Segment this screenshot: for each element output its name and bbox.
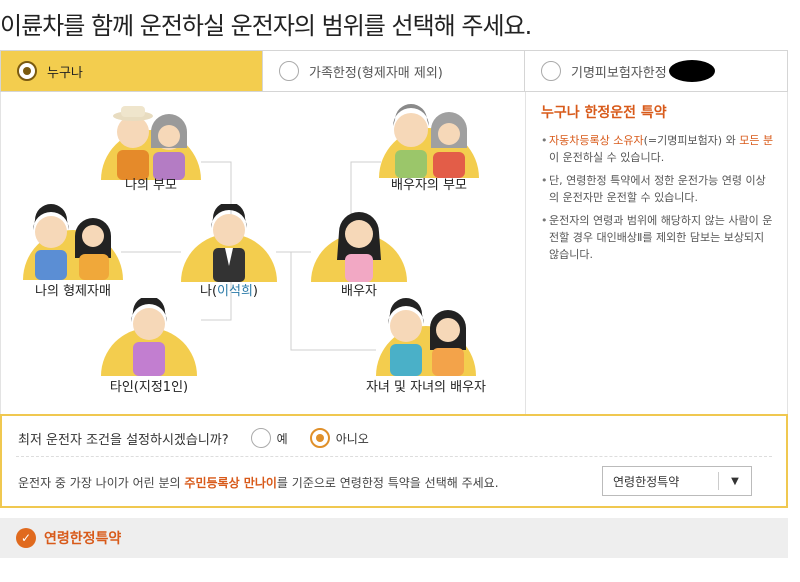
info-item-3: 운전자의 연령과 범위에 해당하지 않는 사람이 운전할 경우 대인배상Ⅱ를 제… [541,212,774,263]
person-spouse-parents: 배우자의 부모 [379,100,479,193]
condition-divider [16,456,772,457]
age-limit-select-value: 연령한정특약 [613,474,680,489]
select-separator [718,472,719,490]
info-item-1-all: 모든 분 [739,134,774,147]
label-me: 나(이석희) [151,280,307,299]
option-no-label: 아니오 [335,431,369,446]
tab-named-insured-only-label: 기명피보험자한정 [571,65,667,81]
age-instruction-c: 를 기준으로 연령한정 특약을 선택해 주세요. [276,476,499,490]
info-item-1: 자동차등록상 소유자(=기명피보험자) 와 모든 분이 운전하실 수 있습니다. [541,132,774,166]
label-me-name: 이석희 [217,284,253,299]
radio-anyone[interactable] [17,61,37,81]
minimum-driver-condition-box: 최저 운전자 조건을 설정하시겠습니까? 예 아니오 운전자 중 가장 나이가 … [0,414,788,508]
siblings-illustration-icon [23,204,123,280]
parents-illustration-icon [101,106,201,180]
family-diagram: 나의 부모 배우자의 부모 [1,92,526,414]
driver-scope-tabs: 누구나 가족한정(형제자매 제외) 기명피보험자한정 [0,50,788,92]
other-person-illustration-icon [101,296,197,376]
label-spouse-parents: 배우자의 부모 [391,178,467,193]
radio-family-only[interactable] [279,61,299,81]
tab-named-insured-only[interactable]: 기명피보험자한정 [525,51,787,91]
tab-anyone-label: 누구나 [47,65,83,81]
children-illustration-icon [376,298,476,376]
label-me-prefix: 나( [199,284,218,299]
min-driver-question: 최저 운전자 조건을 설정하시겠습니까? [18,432,229,448]
me-illustration-icon [181,202,277,282]
age-instruction-a: 운전자 중 가장 나이가 어린 분의 [18,476,185,490]
option-yes[interactable]: 예 [250,428,288,448]
tab-anyone[interactable]: 누구나 [1,51,263,91]
tab-family-only[interactable]: 가족한정(형제자매 제외) [263,51,525,91]
info-item-2: 단, 연령한정 특약에서 정한 운전가능 연령 이상의 운전자만 운전할 수 있… [541,172,774,206]
min-driver-question-row: 최저 운전자 조건을 설정하시겠습니까? 예 아니오 [18,428,369,448]
info-item-1-end: 이 운전하실 수 있습니다. [549,151,665,164]
label-children-and-spouses: 자녀 및 자녀의 배우자 [365,380,487,395]
person-me: 나(이석희) [181,202,277,299]
page-title: 이륜차를 함께 운전하실 운전자의 범위를 선택해 주세요. [0,12,532,40]
redacted-mark [668,60,715,82]
info-list: 자동차등록상 소유자(=기명피보험자) 와 모든 분이 운전하실 수 있습니다.… [541,132,774,263]
radio-no[interactable] [309,428,330,448]
info-item-1-mid: (=기명피보험자) 와 [643,134,740,147]
person-other-designated: 타인(지정1인) [101,296,197,395]
age-limit-select[interactable]: 연령한정특약 ▼ [602,466,752,496]
option-no[interactable]: 아니오 [309,428,369,448]
label-me-suffix: ) [252,284,258,299]
tab-family-only-label: 가족한정(형제자매 제외) [309,65,443,81]
person-my-parents: 나의 부모 [101,102,201,193]
label-spouse: 배우자 [341,284,377,299]
info-item-1-owner: 자동차등록상 소유자 [549,134,644,147]
label-my-parents: 나의 부모 [125,178,177,193]
check-circle-icon: ✓ [16,528,36,548]
option-yes-label: 예 [276,431,288,446]
age-limit-section-header[interactable]: ✓ 연령한정특약 [0,518,788,558]
info-heading: 누구나 한정운전 특약 [541,105,667,121]
label-other-designated: 타인(지정1인) [109,380,189,395]
person-spouse: 배우자 [311,204,407,299]
spouse-parents-illustration-icon [379,104,479,178]
person-my-siblings: 나의 형제자매 [23,202,123,299]
spouse-illustration-icon [311,212,407,282]
label-my-siblings: 나의 형제자매 [35,284,111,299]
chevron-down-icon[interactable]: ▼ [731,475,739,487]
info-panel: 누구나 한정운전 특약 자동차등록상 소유자(=기명피보험자) 와 모든 분이 … [527,92,788,414]
content-area: 나의 부모 배우자의 부모 [0,92,788,414]
age-instruction-highlight: 주민등록상 만나이 [184,476,277,490]
age-limit-section-label: 연령한정특약 [44,531,122,547]
radio-yes[interactable] [250,428,271,448]
radio-named-insured-only[interactable] [541,61,561,81]
person-children-and-spouses: 자녀 및 자녀의 배우자 [366,298,486,395]
age-instruction: 운전자 중 가장 나이가 어린 분의 주민등록상 만나이를 기준으로 연령한정 … [18,474,499,491]
